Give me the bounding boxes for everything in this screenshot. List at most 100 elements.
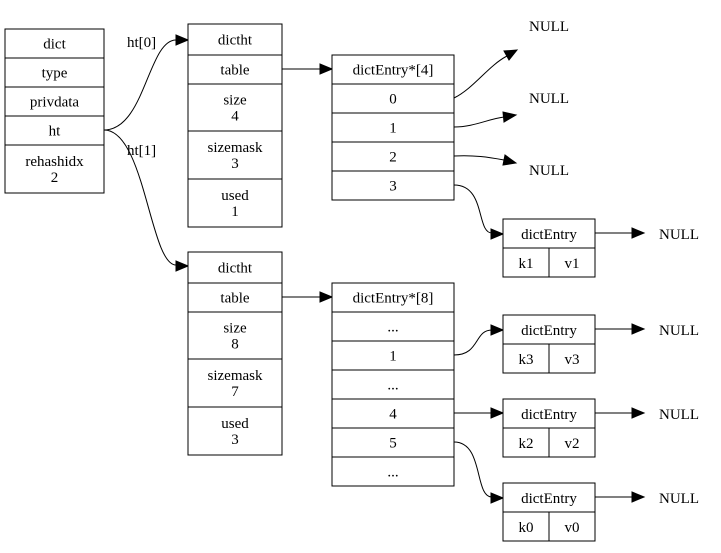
dict-record-field-text: rehashidx <box>25 154 84 170</box>
edge-label-ht1: ht[1] <box>127 143 156 159</box>
dictht0-record-field-text: dictht <box>218 33 253 49</box>
dictht0-record-cell <box>187 23 283 56</box>
dict-entry-value: v3 <box>565 352 580 368</box>
edge-t0-slot3-entry <box>453 184 493 234</box>
edge-ht0 <box>103 39 177 131</box>
dictht0-record-cell <box>187 130 283 180</box>
edge-t0-slot1-arrowhead <box>502 111 518 123</box>
dict-record-cell <box>4 57 105 88</box>
edge-ht1-arrowhead <box>175 260 190 272</box>
dictht1-record-field-text: table <box>220 291 249 307</box>
dictht0-record-field-text: size <box>223 93 247 109</box>
dict-record-field-text: dict <box>43 37 66 53</box>
edge-ht1 <box>103 129 177 266</box>
dict-record-cell <box>4 115 105 146</box>
dictht1-record-cell <box>187 358 283 408</box>
table1-record-cell <box>331 398 455 429</box>
dictht0-record-field-text: sizemask <box>208 140 263 156</box>
dict-entry-title: dictEntry <box>521 227 577 243</box>
table0-record-cell <box>331 170 455 201</box>
null-label: NULL <box>659 407 699 423</box>
edge-k1-null-arrowhead <box>631 227 646 239</box>
dict-entry-value-cell <box>548 427 596 458</box>
dict-entry-value-cell <box>548 511 596 542</box>
edges <box>103 34 646 504</box>
dict-entry-title: dictEntry <box>521 323 577 339</box>
edge-label-ht0: ht[0] <box>127 35 156 51</box>
dict-entry-k1: dictEntry k1 v1 <box>502 218 596 278</box>
dictht0-record-cell <box>187 83 283 132</box>
table0-record-field-text: dictEntry*[4] <box>353 63 434 79</box>
edge-table0-arrowhead <box>319 63 334 75</box>
dictht1-record-field-text: used <box>221 416 249 432</box>
dict-entry-value: v2 <box>565 436 580 452</box>
table1-record: dictEntry*[8]...1...45... <box>331 282 455 487</box>
table1-record-cell <box>331 282 455 313</box>
dict-record-cell <box>4 144 105 194</box>
edge-t0-slot1-null <box>453 116 505 128</box>
dict-entry-title-cell <box>502 398 596 429</box>
dict-record-field-text: ht <box>49 124 62 140</box>
table0-record-cell <box>331 141 455 172</box>
dict-entry-value: v0 <box>565 520 580 536</box>
edge-t0-slot3-arrowhead <box>490 228 505 240</box>
null-label: NULL <box>659 227 699 243</box>
null-label: NULL <box>529 91 569 107</box>
dict-entry-value-cell <box>548 247 596 278</box>
table0-record-cell <box>331 54 455 85</box>
dictht1-record-cell <box>187 282 283 313</box>
edge-ht0-arrowhead <box>175 34 190 46</box>
dict-entry-key: k1 <box>519 256 534 272</box>
records: dicttypeprivdatahtrehashidx2dicthttables… <box>4 23 596 542</box>
edge-t1-slot4-arrowhead <box>490 407 505 419</box>
null-label: NULL <box>529 19 569 35</box>
table0-record-field-text: 1 <box>389 121 397 137</box>
edge-t0-slot2-null <box>453 155 505 161</box>
table1-record-field-text: 4 <box>389 407 397 423</box>
dict-entry-title-cell <box>502 482 596 513</box>
dict-record-field-text: privdata <box>30 95 79 111</box>
dictht0-record-field-text: used <box>221 188 249 204</box>
null-label: NULL <box>659 491 699 507</box>
dict-record-cell <box>4 28 105 59</box>
table1-record-field-text: ... <box>387 465 398 481</box>
dict-entry-key-cell <box>502 427 550 458</box>
table1-record-field-text: ... <box>387 378 398 394</box>
edge-t1-slot5-arrowhead <box>490 492 505 504</box>
dict-record-field-text: 2 <box>51 170 59 186</box>
dictht1-record-cell <box>187 311 283 360</box>
edge-k2-null-arrowhead <box>631 407 646 419</box>
dictht1-record-field-text: sizemask <box>208 368 263 384</box>
null-label: NULL <box>529 163 569 179</box>
dict-entry-key: k0 <box>519 520 534 536</box>
dictht1-record-field-text: 8 <box>231 337 239 353</box>
dict-entry-title-cell <box>502 314 596 345</box>
dictht1-record-field-text: size <box>223 321 247 337</box>
table1-record-field-text: dictEntry*[8] <box>353 291 434 307</box>
edge-t1-slot1-arrowhead <box>490 324 505 336</box>
dict-entry-value: v1 <box>565 256 580 272</box>
dict-entry-key-cell <box>502 247 550 278</box>
dictht0-record-cell <box>187 178 283 228</box>
dictht0-record-cell <box>187 54 283 85</box>
dict-record-cell <box>4 86 105 117</box>
dictht0-record-field-text: table <box>220 63 249 79</box>
dictht1-record-field-text: 3 <box>231 432 239 448</box>
dictht1-record-field-text: 7 <box>231 384 239 400</box>
dict-entry-title: dictEntry <box>521 491 577 507</box>
table0-record-field-text: 2 <box>389 150 397 166</box>
table1-record-field-text: ... <box>387 320 398 336</box>
dict-entry-title: dictEntry <box>521 407 577 423</box>
dict-entry-value-cell <box>548 343 596 374</box>
table1-record-field-text: 5 <box>389 436 397 452</box>
edge-t1-slot5-entry <box>453 441 493 498</box>
dictht1-record-field-text: dictht <box>218 261 253 277</box>
labels: ht[0] ht[1] NULL NULL NULL NULL NULL NUL… <box>127 19 699 507</box>
dictht0-record-field-text: 4 <box>231 109 239 125</box>
dictht0-record-field-text: 1 <box>231 204 239 220</box>
